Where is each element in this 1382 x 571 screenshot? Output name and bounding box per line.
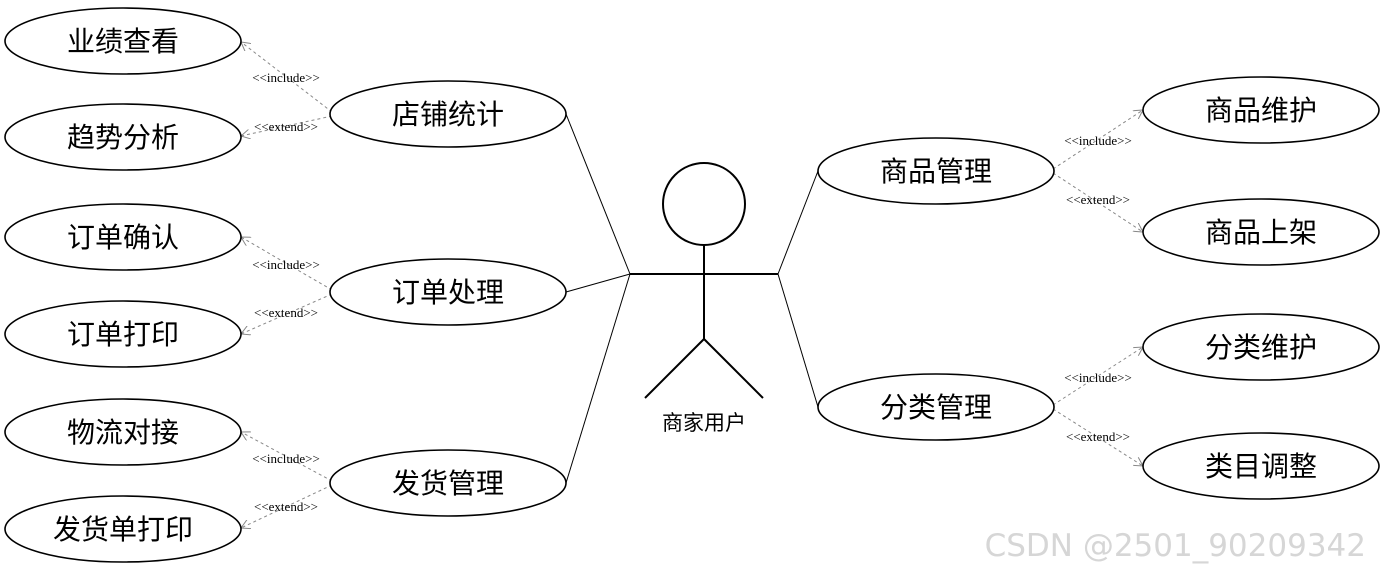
actor-left-leg xyxy=(644,338,705,399)
extend-arrow-order-print xyxy=(241,293,333,334)
use-case-label: 发货单打印 xyxy=(53,513,193,546)
use-case-label: 物流对接 xyxy=(67,416,179,449)
extend-label: <<extend>> xyxy=(1066,429,1130,444)
assoc-category-mgmt xyxy=(777,273,819,408)
actor-merchant-user: 商家用户 xyxy=(630,162,778,435)
assoc-order-processing xyxy=(565,273,631,293)
use-case-order-processing: 订单处理 xyxy=(329,258,567,326)
use-case-label: 类目调整 xyxy=(1205,450,1317,483)
actor-right-leg xyxy=(703,338,764,399)
use-case-label: 业绩查看 xyxy=(67,25,179,58)
extend-label: <<extend>> xyxy=(254,305,318,320)
use-case-label: 订单打印 xyxy=(67,318,179,351)
use-case-label: 发货管理 xyxy=(392,467,504,500)
use-case-performance-view: 业绩查看 xyxy=(4,7,242,75)
use-case-trend-analysis: 趋势分析 xyxy=(4,103,242,171)
use-case-order-print: 订单打印 xyxy=(4,300,242,368)
use-case-category-adjust: 类目调整 xyxy=(1142,432,1380,500)
use-case-invoice-print: 发货单打印 xyxy=(4,495,242,563)
use-case-label: 商品维护 xyxy=(1205,94,1317,127)
use-case-shipping-mgmt: 发货管理 xyxy=(329,449,567,517)
use-case-category-maintain: 分类维护 xyxy=(1142,313,1380,381)
use-case-label: 商品上架 xyxy=(1205,216,1317,249)
stereotype-labels: <<include>> <<extend>> <<include>> <<ext… xyxy=(252,70,1132,514)
use-case-product-maintain: 商品维护 xyxy=(1142,76,1380,144)
include-label: <<include>> xyxy=(252,451,320,466)
use-case-category-mgmt: 分类管理 xyxy=(817,373,1055,441)
use-case-product-mgmt: 商品管理 xyxy=(817,137,1055,205)
include-label: <<include>> xyxy=(252,257,320,272)
association-lines xyxy=(565,113,819,484)
include-arrow-logistics xyxy=(241,432,333,482)
use-case-label: 订单处理 xyxy=(392,276,504,309)
watermark: CSDN @2501_90209342 xyxy=(985,528,1366,564)
assoc-store-stats xyxy=(565,113,631,275)
include-label: <<include>> xyxy=(252,70,320,85)
dependency-lines xyxy=(241,42,1143,528)
use-case-product-listing: 商品上架 xyxy=(1142,198,1380,266)
use-case-label: 店铺统计 xyxy=(392,98,504,131)
actor-label: 商家用户 xyxy=(662,411,746,435)
use-case-logistics-link: 物流对接 xyxy=(4,398,242,466)
assoc-shipping-mgmt xyxy=(565,273,631,484)
actor-head xyxy=(662,162,746,246)
extend-label: <<extend>> xyxy=(254,119,318,134)
use-case-label: 商品管理 xyxy=(880,155,992,188)
extend-arrow-invoice xyxy=(241,484,333,528)
use-case-label: 趋势分析 xyxy=(67,121,179,154)
assoc-product-mgmt xyxy=(777,170,819,275)
use-case-label: 分类管理 xyxy=(880,391,992,424)
use-case-store-stats: 店铺统计 xyxy=(329,80,567,148)
extend-label: <<extend>> xyxy=(1066,192,1130,207)
use-case-order-confirm: 订单确认 xyxy=(4,203,242,271)
include-label: <<include>> xyxy=(1064,370,1132,385)
extend-label: <<extend>> xyxy=(254,499,318,514)
use-case-label: 订单确认 xyxy=(67,221,179,254)
use-case-label: 分类维护 xyxy=(1205,331,1317,364)
include-arrow-performance xyxy=(241,42,333,113)
include-label: <<include>> xyxy=(1064,133,1132,148)
